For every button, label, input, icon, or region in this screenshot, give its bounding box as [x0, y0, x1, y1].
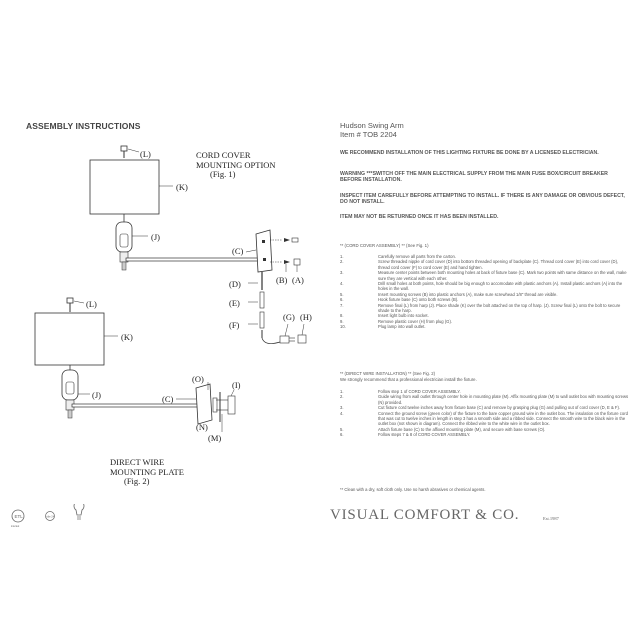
brand-est-year: Est.1987: [543, 516, 559, 521]
section1-steps: 1.Carefully remove all parts from the ca…: [340, 254, 630, 330]
brand-logo: VISUAL COMFORT & CO.: [330, 507, 520, 523]
list-item: 2.Screw threaded nipple of cord cover (D…: [340, 259, 619, 270]
label-C: (C): [162, 394, 174, 404]
list-item: 5.Attach fixture base (C) to the affixed…: [340, 426, 546, 432]
certification-logos: ETL intertek title 24: [11, 504, 85, 528]
list-item: 5.Insert mounting screws (B) into plasti…: [340, 291, 558, 297]
section2-steps: 1.Follow step 1 of CORD COVER ASSEMBLY. …: [340, 389, 630, 438]
finial-part: [120, 145, 128, 158]
lampshade-part: [34, 312, 105, 366]
label-M: (M): [208, 433, 221, 443]
list-item: 8.Insert light bulb into socket.: [340, 313, 429, 319]
finial-part: [66, 297, 74, 312]
list-item: 4.Drill small holes at both points, hole…: [340, 281, 623, 292]
screws-anchors-part: [270, 237, 301, 272]
label-D: (D): [229, 279, 241, 289]
label-B: (B): [276, 275, 288, 285]
backplate-part: [255, 229, 273, 273]
svg-text:title 24: title 24: [47, 515, 55, 519]
plug-part: [279, 323, 307, 344]
label-A: (A): [292, 275, 304, 285]
label-F: (F): [229, 320, 240, 330]
fig2-diagram: (L) (K) (J): [34, 297, 241, 443]
list-item: 2.Guide wiring from wall outlet through …: [340, 394, 629, 405]
swing-arm-part: [71, 403, 199, 408]
section2-intro: We strongly recommend that a professiona…: [340, 377, 477, 382]
harp-socket-part: [115, 214, 133, 271]
product-name: Hudson Swing Arm: [340, 121, 404, 130]
list-item: 6.Follow steps 7 & 8 of CORD COVER ASSEM…: [340, 432, 471, 438]
label-O: (O): [192, 374, 204, 384]
fig2-caption: DIRECT WIRE MOUNTING PLATE (Fig. 2): [110, 457, 184, 486]
item-number: Item # TOB 2204: [340, 130, 397, 139]
label-J: (J): [151, 232, 160, 242]
list-item: 7.Remove final (L) from harp (J). Place …: [340, 302, 621, 314]
list-item: 9.Remove plastic cover (H) from plug (G)…: [340, 318, 452, 324]
list-item: 3.Cut fixture cord twelve inches away fr…: [340, 405, 621, 411]
assembly-instructions-title: ASSEMBLY INSTRUCTIONS: [26, 121, 141, 131]
backplate-part: [195, 382, 236, 432]
list-item: 6.Hook fixture base (C) onto both screws…: [340, 297, 459, 303]
label-C: (C): [232, 246, 244, 256]
label-N: (N): [196, 422, 208, 432]
warning-electrician: WE RECOMMEND INSTALLATION OF THIS LIGHTI…: [340, 150, 599, 156]
label-G: (G): [283, 312, 295, 322]
label-L: (L): [86, 299, 97, 309]
cord-cover-parts: [259, 272, 281, 344]
label-E: (E): [229, 298, 240, 308]
product-header: Hudson Swing Arm Item # TOB 2204: [340, 121, 404, 139]
swing-arm-part: [125, 257, 265, 262]
section2-title: ** (DIRECT WIRE INSTALLATION) ** (See Fi…: [340, 371, 436, 376]
warning-switch-off: WARNING ***SWITCH OFF THE MAIN ELECTRICA…: [340, 171, 608, 184]
fig1-caption: CORD COVER MOUNTING OPTION (Fig. 1): [196, 150, 276, 179]
cleaning-note: ** Clean with a dry, soft cloth only. Us…: [340, 487, 486, 492]
list-item: 10.Plug lamp into wall outlet.: [340, 324, 426, 330]
label-I: (I): [232, 380, 241, 390]
light-bulb-icon: [73, 504, 85, 520]
label-J: (J): [92, 390, 101, 400]
label-K: (K): [176, 182, 188, 192]
lampshade-part: [89, 159, 160, 215]
fig1-diagram: (L) (K) (J) (C): [89, 145, 312, 344]
etl-listed-icon: ETL intertek: [11, 509, 25, 528]
svg-text:ETL: ETL: [15, 514, 24, 519]
warning-no-return: ITEM MAY NOT BE RETURNED ONCE IT HAS BEE…: [340, 214, 499, 220]
list-item: 1.Follow step 1 of CORD COVER ASSEMBLY.: [340, 389, 461, 394]
svg-text:intertek: intertek: [11, 525, 20, 528]
harp-socket-part: [61, 365, 79, 419]
label-K: (K): [121, 332, 133, 342]
warning-inspect: INSPECT ITEM CAREFULLY BEFORE ATTEMPTING…: [340, 193, 625, 206]
list-item: 1.Carefully remove all parts from the ca…: [340, 254, 456, 259]
list-item: 3.Measure center points between both mou…: [340, 270, 627, 281]
title24-icon: title 24: [45, 511, 55, 521]
label-L: (L): [140, 149, 151, 159]
list-item: 4.Connect the ground screw (green color)…: [340, 410, 628, 427]
section1-title: ** (CORD COVER ASSEMBLY) ** (See Fig. 1): [340, 243, 429, 248]
label-H: (H): [300, 312, 312, 322]
